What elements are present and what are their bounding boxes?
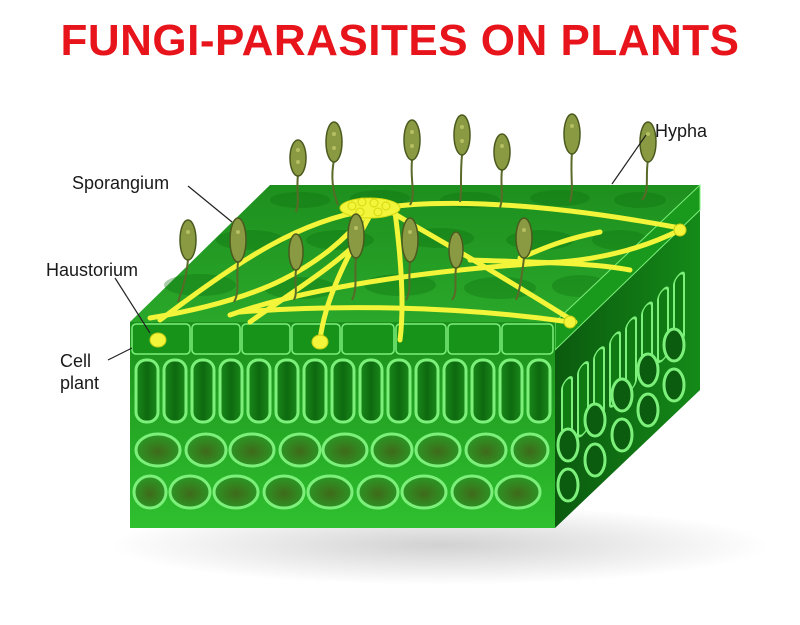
palisade-cells <box>134 358 552 424</box>
sporangia-spores <box>186 124 650 234</box>
page-title: FUNGI-PARASITES ON PLANTS <box>60 16 740 65</box>
haustorium-leader-line <box>114 277 151 334</box>
hypha-leader-line <box>611 134 647 185</box>
label-leader-lines <box>107 134 647 361</box>
hypha-network <box>147 200 683 343</box>
cell-leader-line <box>107 347 133 361</box>
sporangium-label: Sporangium <box>72 173 170 193</box>
haustorium-label: Haustorium <box>46 260 139 280</box>
cell-label-line1: Cell <box>60 351 92 371</box>
sporangia-heads <box>179 113 657 271</box>
haustoria <box>149 223 687 350</box>
sporangiophore-stalks <box>177 151 649 303</box>
spongy-cells <box>132 432 550 510</box>
upper-epidermis-cells <box>131 323 554 355</box>
hypha-label: Hypha <box>655 121 708 141</box>
cell-label-line2: plant <box>60 373 100 393</box>
side-spongy-cells <box>556 327 686 503</box>
fungal-mat <box>339 197 401 219</box>
sporangium-leader-line <box>187 185 233 223</box>
